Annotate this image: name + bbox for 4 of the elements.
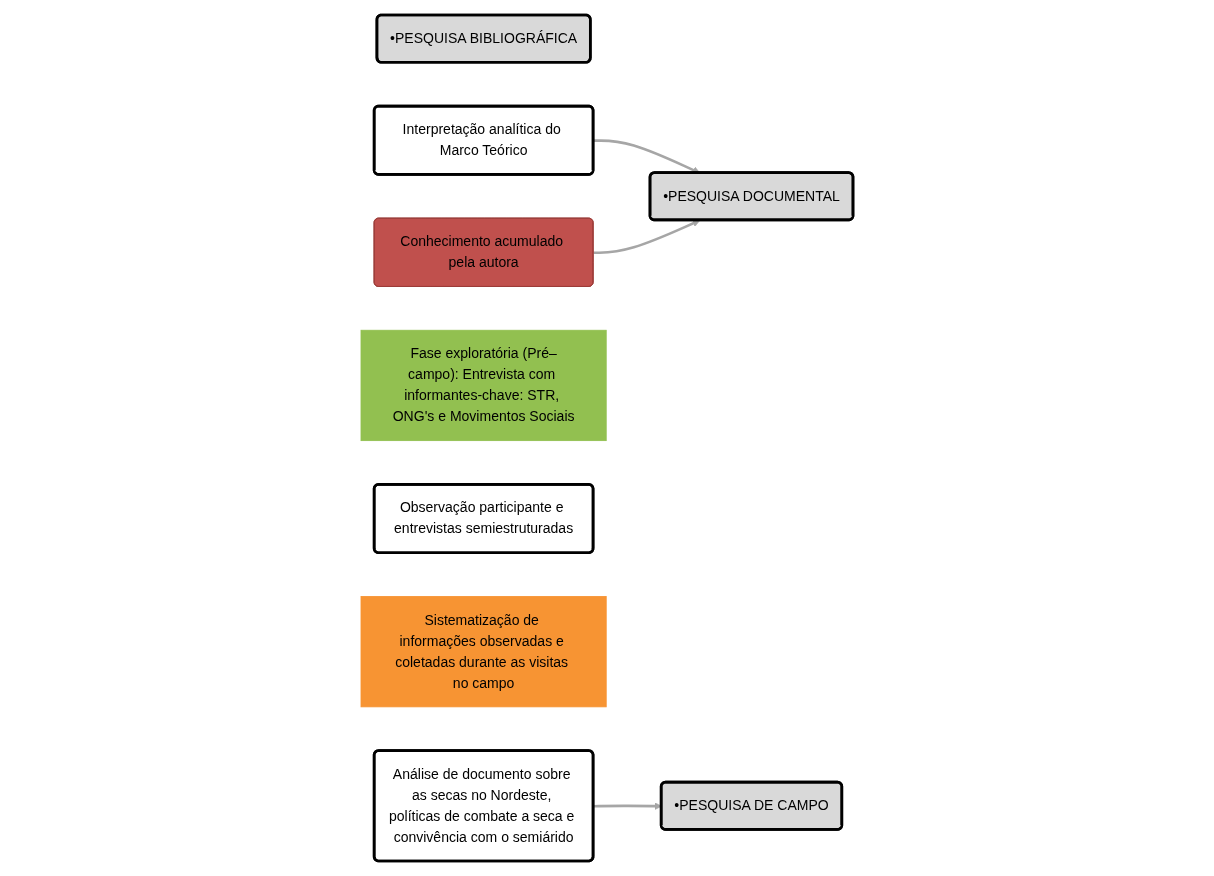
arrow — [593, 802, 662, 810]
arrow — [593, 219, 701, 255]
node-box: Sistematização de informações observadas e coletadas durante as visitas no campo — [360, 596, 607, 708]
node-box: Fase exploratória (Pré–campo): Entrevista com informantes-chave: STR, ONG's e Movimentos Sociais — [360, 329, 607, 442]
